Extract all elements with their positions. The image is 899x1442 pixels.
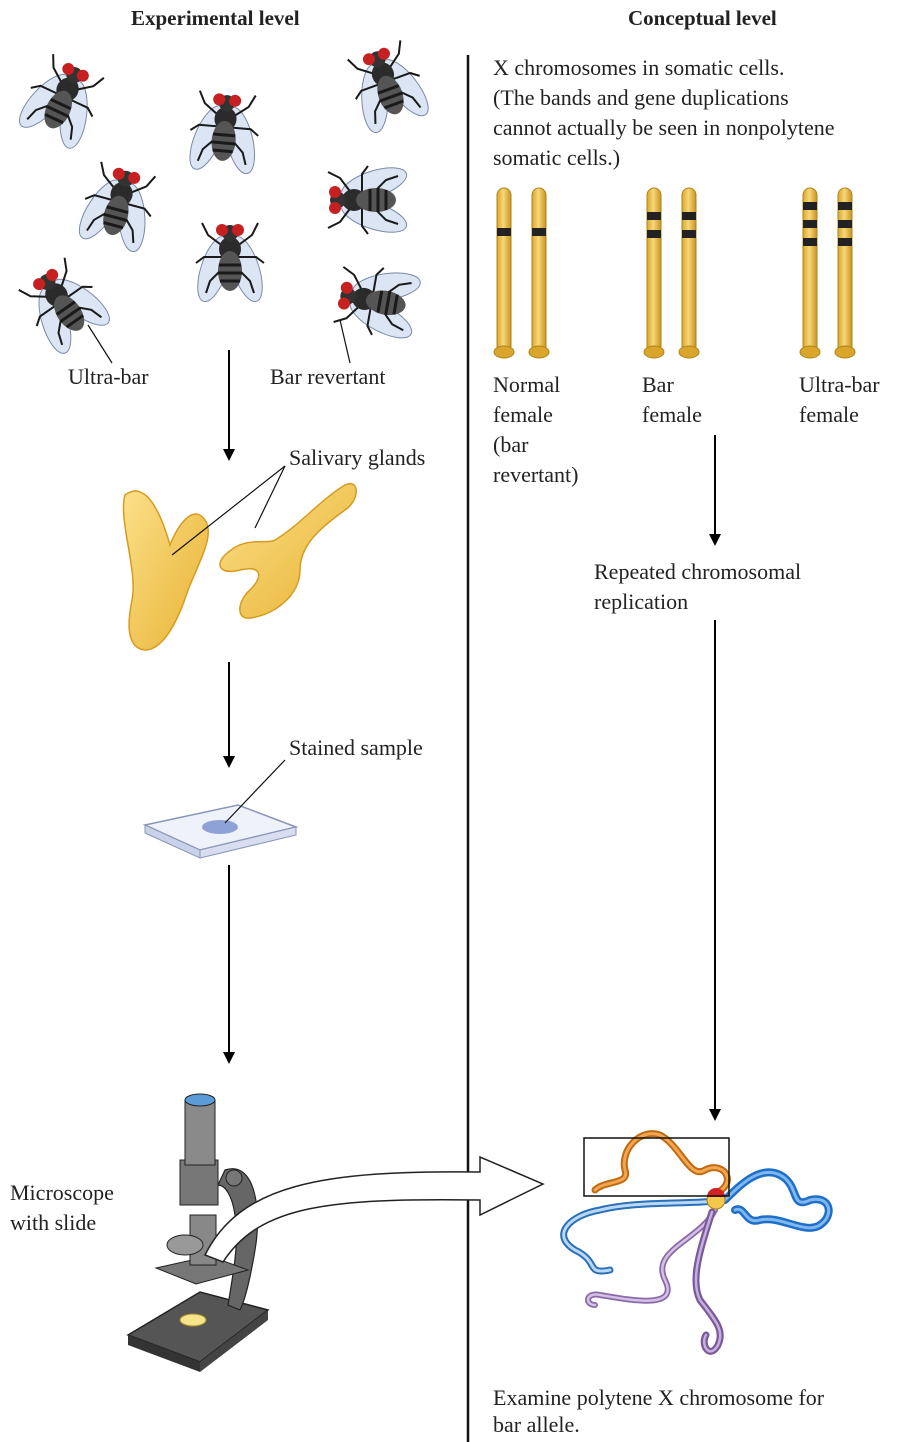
label-stained-sample: Stained sample [289, 733, 423, 763]
label-examine-line1: Examine polytene X chromosome for [493, 1383, 824, 1413]
label-bar-revertant: Bar revertant [270, 362, 385, 392]
label-salivary-glands: Salivary glands [289, 443, 425, 473]
label-normal-line1: Normal [493, 370, 560, 400]
label-ultra-bar: Ultra-bar [68, 362, 149, 392]
label-bar-line1: Bar [642, 370, 674, 400]
label-repeated-line1: Repeated chromosomal [594, 557, 801, 587]
label-normal-line4: revertant) [493, 460, 579, 490]
label-microscope-line2: with slide [10, 1208, 96, 1238]
label-normal-line2: female [493, 400, 553, 430]
label-examine-line2: bar allele. [493, 1410, 580, 1440]
label-x-chrom-line2: (The bands and gene duplications [493, 83, 789, 113]
label-normal-line3: (bar [493, 430, 528, 460]
label-x-chrom-line4: somatic cells.) [493, 143, 620, 173]
label-microscope-line1: Microscope [10, 1178, 114, 1208]
label-x-chrom-line1: X chromosomes in somatic cells. [493, 53, 784, 83]
fly-cluster [8, 37, 438, 364]
slide-shape [145, 805, 296, 858]
chromosome-ultra-bar-female [800, 188, 855, 358]
polytene-chromosome [564, 1134, 829, 1352]
salivary-glands-shape [123, 484, 356, 650]
label-x-chrom-line3: cannot actually be seen in nonpolytene [493, 113, 835, 143]
label-ultra-line1: Ultra-bar [799, 370, 880, 400]
chromosome-bar-female [644, 188, 699, 358]
label-bar-line2: female [642, 400, 702, 430]
label-repeated-line2: replication [594, 587, 688, 617]
label-ultra-line2: female [799, 400, 859, 430]
chromosome-normal-female [494, 188, 549, 358]
